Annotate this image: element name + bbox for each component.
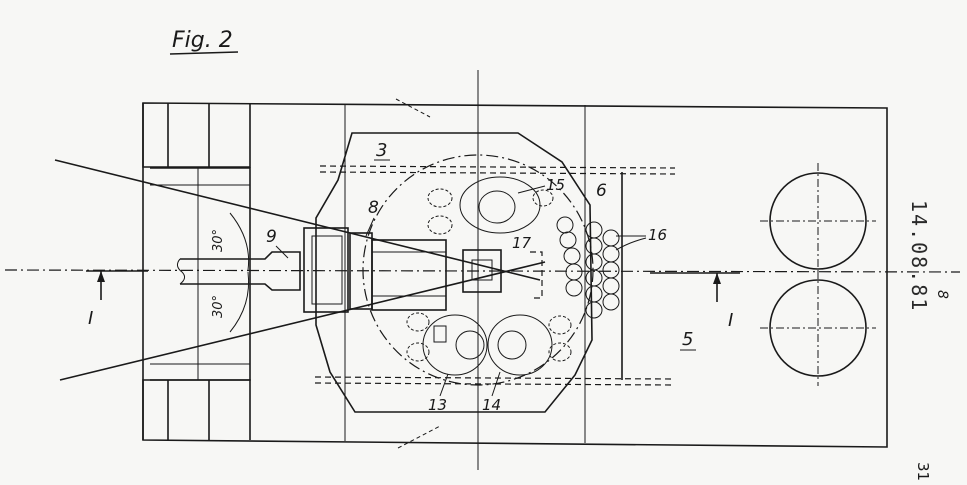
cut-line-top bbox=[395, 98, 431, 118]
angle-arc-lower bbox=[229, 271, 250, 333]
bracket-17 bbox=[530, 251, 543, 299]
section-marker-left bbox=[86, 270, 148, 300]
label-17: 17 bbox=[512, 234, 532, 252]
label-9: 9 bbox=[266, 227, 277, 247]
label-16: 16 bbox=[648, 226, 667, 244]
angle-arc-upper bbox=[229, 212, 250, 271]
label-15-leader bbox=[517, 185, 546, 194]
label-9-leader bbox=[275, 245, 289, 259]
rail-top-1 bbox=[319, 165, 676, 169]
margin-stamp-suffix: 8 bbox=[934, 290, 950, 299]
cut-line-bottom bbox=[397, 425, 441, 449]
operator-top bbox=[427, 176, 554, 235]
drum-bottom bbox=[760, 270, 876, 386]
shaft bbox=[180, 251, 301, 291]
center-square bbox=[462, 249, 502, 293]
label-8-leader bbox=[365, 217, 375, 237]
section-label-right: I bbox=[728, 310, 733, 331]
angle-label-lower: 30° bbox=[211, 295, 226, 318]
label-14-leader bbox=[491, 371, 501, 397]
label-13-leader bbox=[439, 373, 449, 397]
ammunition-rack bbox=[556, 216, 620, 319]
center-square-inner bbox=[471, 259, 493, 281]
centerline-horizontal bbox=[4, 269, 961, 273]
figure-title: Fig. 2 bbox=[172, 28, 233, 53]
bearing-block bbox=[150, 167, 251, 381]
drum-top bbox=[760, 163, 876, 279]
label-14: 14 bbox=[482, 396, 501, 414]
rail-bottom-1 bbox=[314, 376, 673, 380]
shaft-break bbox=[176, 258, 186, 285]
gear-block bbox=[371, 239, 447, 311]
label-15: 15 bbox=[546, 176, 565, 194]
operator-bottom-left bbox=[406, 312, 488, 376]
label-13: 13 bbox=[428, 396, 447, 414]
rail-top-2 bbox=[319, 171, 676, 175]
angle-label-upper: 30° bbox=[211, 229, 226, 252]
section-label-left: I bbox=[88, 308, 93, 329]
label-16-leader bbox=[615, 235, 647, 251]
left-notch-top bbox=[142, 103, 251, 168]
label-5: 5 bbox=[682, 329, 693, 350]
margin-stamp: 14.08.81 bbox=[907, 200, 931, 312]
coupling-inner bbox=[311, 235, 343, 305]
label-8: 8 bbox=[368, 198, 379, 218]
left-notch-bottom bbox=[142, 379, 251, 440]
base-plate-outline bbox=[142, 102, 888, 448]
angle-line-lower bbox=[59, 261, 546, 381]
turret-housing bbox=[315, 132, 593, 413]
title-underline bbox=[169, 51, 239, 55]
coupling bbox=[303, 227, 349, 313]
operator-bottom-right bbox=[487, 314, 572, 376]
label-6: 6 bbox=[596, 181, 607, 201]
section-marker-right bbox=[650, 272, 740, 302]
page-number: 31 bbox=[914, 462, 932, 481]
label-3: 3 bbox=[376, 140, 387, 161]
angle-line-upper bbox=[54, 159, 541, 281]
